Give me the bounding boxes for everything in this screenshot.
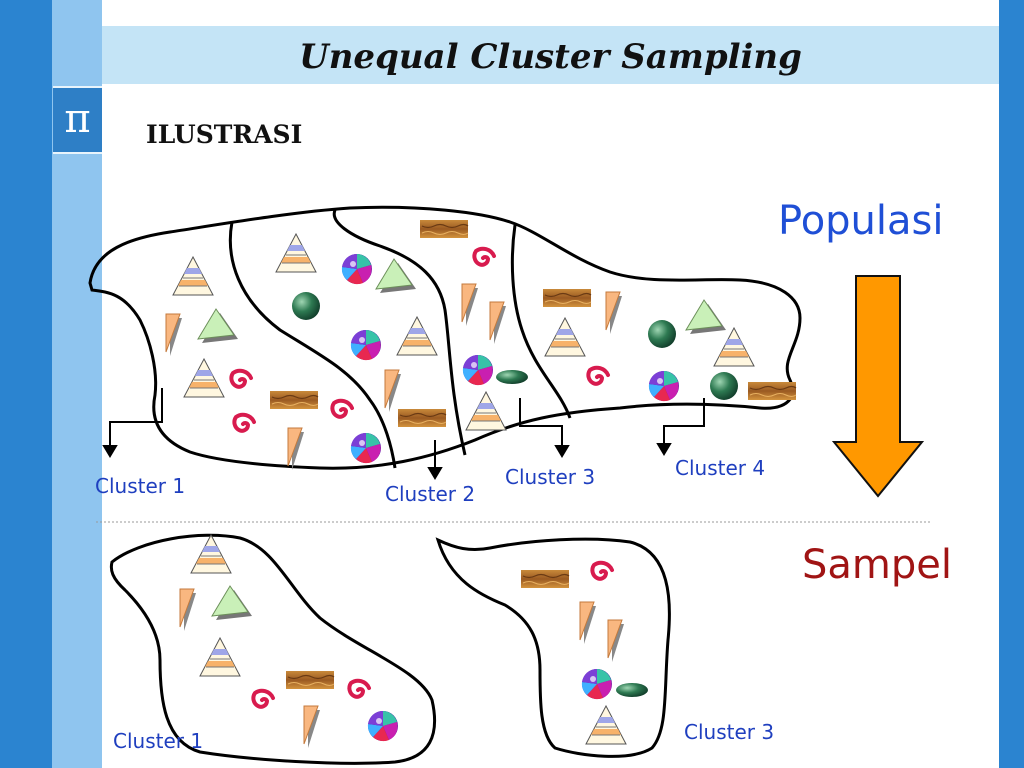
brick-icon [269, 390, 319, 410]
spiral-icon [468, 243, 498, 273]
brick-icon [747, 381, 797, 401]
beach-ball-icon [350, 329, 381, 361]
population-objects [165, 219, 797, 471]
slide-title: Unequal Cluster Sampling [299, 37, 802, 77]
subtitle: ILUSTRASI [146, 120, 303, 149]
spiral-icon [586, 557, 616, 587]
flag-icon [287, 427, 305, 471]
title-bar [102, 26, 999, 84]
flag-icon [303, 705, 321, 749]
flag-icon [605, 291, 623, 335]
beach-ball-icon [581, 668, 612, 700]
flag-icon [165, 313, 183, 357]
pyramid-icon [183, 358, 225, 398]
spiral-icon [225, 365, 255, 395]
boundary-cluster-3-4 [510, 224, 572, 419]
pi-logo-icon: π [53, 86, 102, 154]
population-boundary [88, 205, 802, 470]
flag-icon [461, 283, 479, 327]
beach-ball-icon [367, 710, 398, 742]
boundary-cluster-2-3 [332, 209, 467, 456]
brick-icon [285, 670, 335, 690]
sample-cluster-1-label: Cluster 1 [113, 729, 204, 753]
flag-icon [579, 601, 597, 645]
green-ball-icon [292, 292, 320, 320]
pyramid-icon [396, 316, 438, 356]
boundary-cluster-1-2 [228, 221, 397, 469]
cluster-pointers [102, 388, 705, 480]
flag-icon [607, 619, 625, 663]
green-ball-icon [710, 372, 738, 400]
pyramid-icon [190, 534, 232, 574]
population-cluster-4-label: Cluster 4 [675, 456, 766, 480]
left-band-dark [0, 0, 52, 768]
oval-icon [496, 370, 528, 384]
flag-icon [489, 301, 507, 345]
sample-cluster-3-label: Cluster 3 [684, 720, 775, 744]
population-label: Populasi [778, 198, 944, 244]
sample-label: Sampel [802, 542, 952, 588]
beach-ball-icon [462, 354, 493, 386]
pyramid-icon [275, 233, 317, 273]
pyramid-icon [199, 637, 241, 677]
brick-icon [419, 219, 469, 239]
beach-ball-icon [341, 253, 372, 285]
flag-icon [384, 369, 402, 413]
spiral-icon [326, 395, 356, 425]
pyramid-icon [585, 705, 627, 745]
triangle-icon [375, 258, 417, 294]
spiral-icon [343, 675, 373, 705]
down-arrow-icon [831, 275, 925, 498]
sample-cluster-3-outline [435, 537, 671, 758]
pyramid-icon [544, 317, 586, 357]
beach-ball-icon [648, 370, 679, 402]
brick-icon [542, 288, 592, 308]
sample-cluster-1-outline [109, 533, 437, 765]
green-ball-icon [648, 320, 676, 348]
pyramid-icon [465, 391, 507, 431]
population-cluster-3-label: Cluster 3 [505, 465, 596, 489]
brick-icon [520, 569, 570, 589]
oval-icon [616, 683, 648, 697]
sample-objects [179, 534, 648, 749]
population-cluster-2-label: Cluster 2 [385, 482, 476, 506]
brick-icon [397, 408, 447, 428]
spiral-icon [582, 362, 612, 392]
pyramid-icon [172, 256, 214, 296]
triangle-icon [197, 308, 239, 344]
triangle-icon [685, 299, 727, 335]
population-cluster-1-label: Cluster 1 [95, 474, 186, 498]
population-outline [88, 205, 802, 470]
flag-icon [179, 588, 197, 632]
spiral-icon [247, 685, 277, 715]
pyramid-icon [713, 327, 755, 367]
beach-ball-icon [350, 432, 381, 464]
right-band [999, 0, 1024, 768]
triangle-icon [211, 585, 253, 621]
spiral-icon [228, 409, 258, 439]
